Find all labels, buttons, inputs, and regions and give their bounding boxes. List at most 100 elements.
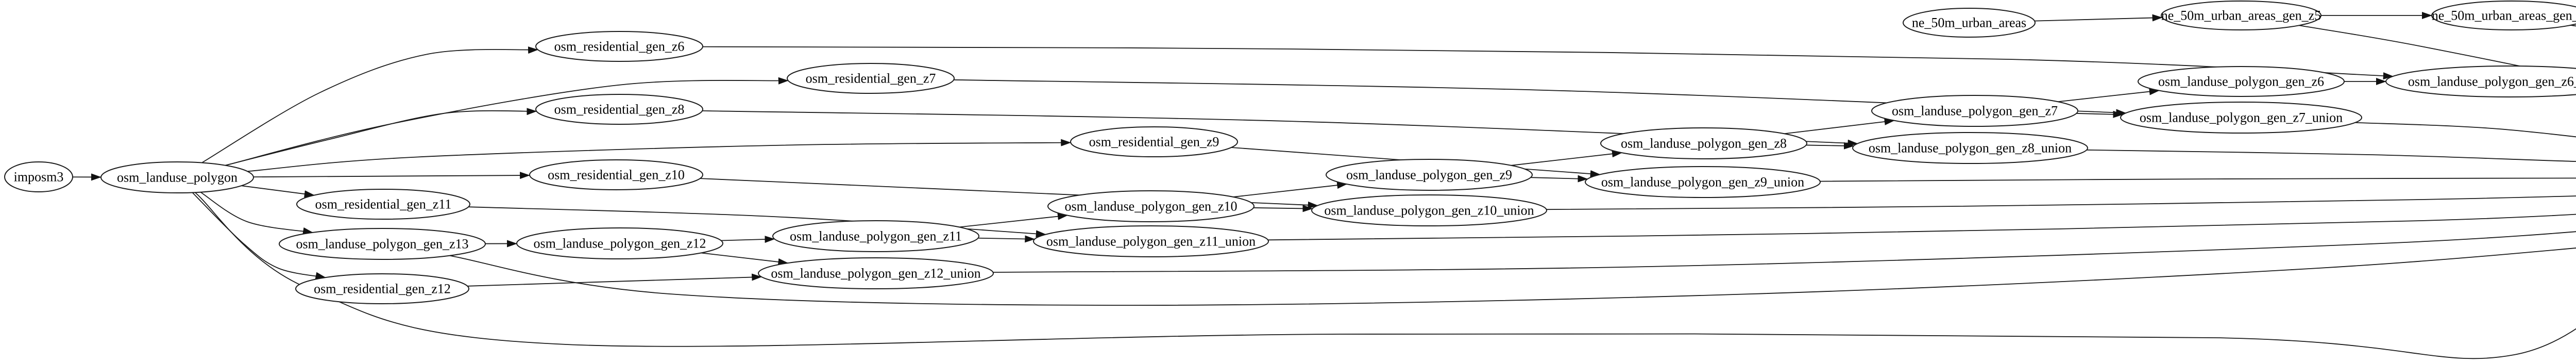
node-label-osm_landuse_polygon_gen_z10_union: osm_landuse_polygon_gen_z10_union bbox=[1324, 203, 1534, 218]
node-label-osm_landuse_polygon_gen_z6_union: osm_landuse_polygon_gen_z6_union bbox=[2408, 74, 2576, 89]
node-ellipse-osm_landuse_polygon_gen_z6 bbox=[2138, 66, 2345, 97]
node-ellipse-osm_residential_gen_z11 bbox=[296, 189, 470, 220]
edge-osm_landuse_polygon-to-osm_residential_gen_z10 bbox=[253, 172, 531, 179]
node-osm_landuse_polygon_gen_z7_union: osm_landuse_polygon_gen_z7_union bbox=[2120, 102, 2362, 134]
node-label-osm_landuse_polygon_gen_z9_union: osm_landuse_polygon_gen_z9_union bbox=[1601, 175, 1804, 190]
node-osm_residential_gen_z9: osm_residential_gen_z9 bbox=[1070, 126, 1238, 157]
node-ellipse-ne_50m_urban_areas_gen_z4 bbox=[2431, 1, 2576, 30]
edges-layer bbox=[72, 12, 2576, 359]
edge-osm_residential_gen_z12-to-osm_landuse_polygon_gen_z12_union bbox=[467, 273, 762, 287]
node-label-osm_landuse_polygon_gen_z12: osm_landuse_polygon_gen_z12 bbox=[533, 236, 706, 251]
node-osm_landuse_polygon_gen_z7: osm_landuse_polygon_gen_z7 bbox=[1871, 95, 2078, 127]
node-label-osm_landuse_polygon_gen_z13: osm_landuse_polygon_gen_z13 bbox=[296, 237, 468, 252]
node-label-osm_landuse_polygon_gen_z10: osm_landuse_polygon_gen_z10 bbox=[1064, 199, 1237, 214]
node-ne_50m_urban_areas_gen_z4: ne_50m_urban_areas_gen_z4 bbox=[2431, 1, 2576, 30]
node-ellipse-imposm3 bbox=[4, 161, 73, 192]
node-ellipse-osm_residential_gen_z8 bbox=[535, 94, 703, 125]
node-osm_residential_gen_z11: osm_residential_gen_z11 bbox=[296, 189, 470, 220]
node-label-osm_residential_gen_z9: osm_residential_gen_z9 bbox=[1089, 135, 1219, 150]
edge-osm_landuse_polygon_gen_z11_union-to-layer_landuse-z11 bbox=[1268, 213, 2576, 241]
node-ellipse-osm_residential_gen_z6 bbox=[535, 31, 703, 62]
node-osm_residential_gen_z12: osm_residential_gen_z12 bbox=[295, 273, 469, 304]
node-osm_residential_gen_z10: osm_residential_gen_z10 bbox=[529, 159, 703, 190]
node-label-osm_landuse_polygon_gen_z11: osm_landuse_polygon_gen_z11 bbox=[790, 229, 962, 244]
edge-osm_landuse_polygon_gen_z13-to-layer_landuse-z13 bbox=[449, 248, 2576, 306]
node-label-osm_residential_gen_z8: osm_residential_gen_z8 bbox=[554, 102, 685, 117]
edge-osm_landuse_polygon_gen_z10_union-to-layer_landuse-z10 bbox=[1546, 195, 2576, 210]
edge-osm_landuse_polygon-to-osm_residential_gen_z6 bbox=[201, 46, 538, 163]
edge-osm_landuse_polygon_gen_z8_union-to-layer_landuse-z8 bbox=[2087, 149, 2576, 162]
node-ellipse-osm_landuse_polygon_gen_z12 bbox=[516, 227, 723, 259]
node-label-imposm3: imposm3 bbox=[14, 170, 64, 185]
node-ellipse-osm_landuse_polygon_gen_z6_union bbox=[2385, 65, 2576, 97]
edge-osm_landuse_polygon_gen_z7-to-osm_landuse_polygon_gen_z7_union bbox=[2076, 110, 2124, 118]
node-ellipse-osm_residential_gen_z10 bbox=[529, 159, 703, 190]
nodes-layer: imposm3 osm_landuse_polygon osm_residentia… bbox=[4, 1, 2576, 304]
node-label-osm_residential_gen_z12: osm_residential_gen_z12 bbox=[314, 282, 451, 297]
node-label-ne_50m_urban_areas: ne_50m_urban_areas bbox=[1912, 15, 2026, 30]
node-ellipse-ne_50m_urban_areas_gen_z5 bbox=[2161, 1, 2321, 30]
node-ellipse-osm_landuse_polygon_gen_z8_union bbox=[1852, 132, 2088, 164]
node-ellipse-osm_landuse_polygon_gen_z9_union bbox=[1585, 166, 1821, 198]
node-ne_50m_urban_areas_gen_z5: ne_50m_urban_areas_gen_z5 bbox=[2161, 1, 2321, 30]
node-osm_landuse_polygon_gen_z12_union: osm_landuse_polygon_gen_z12_union bbox=[758, 257, 994, 289]
node-osm_landuse_polygon_gen_z10: osm_landuse_polygon_gen_z10 bbox=[1047, 190, 1255, 222]
node-label-osm_landuse_polygon_gen_z9: osm_landuse_polygon_gen_z9 bbox=[1346, 168, 1512, 183]
edge-osm_landuse_polygon_gen_z10-to-osm_landuse_polygon_gen_z10_union bbox=[1253, 205, 1313, 212]
node-label-osm_residential_gen_z6: osm_residential_gen_z6 bbox=[554, 39, 685, 54]
edge-osm_landuse_polygon-to-osm_residential_gen_z11 bbox=[241, 185, 315, 198]
edge-osm_landuse_polygon_gen_z11-to-osm_landuse_polygon_gen_z11_union bbox=[978, 235, 1036, 243]
node-osm_landuse_polygon_gen_z6_union: osm_landuse_polygon_gen_z6_union bbox=[2385, 65, 2576, 97]
node-osm_landuse_polygon_gen_z9: osm_landuse_polygon_gen_z9 bbox=[1326, 159, 1533, 191]
node-label-osm_landuse_polygon_gen_z7_union: osm_landuse_polygon_gen_z7_union bbox=[2140, 110, 2343, 125]
node-osm_landuse_polygon_gen_z6: osm_landuse_polygon_gen_z6 bbox=[2138, 66, 2345, 97]
node-ellipse-osm_landuse_polygon_gen_z8 bbox=[1600, 127, 1807, 159]
edge-osm_residential_gen_z6-to-osm_landuse_polygon_gen_z6_union bbox=[702, 46, 2394, 80]
node-ellipse-osm_landuse_polygon_gen_z10_union bbox=[1311, 194, 1547, 226]
node-ellipse-ne_50m_urban_areas bbox=[1903, 8, 2036, 38]
node-label-osm_landuse_polygon_gen_z7: osm_landuse_polygon_gen_z7 bbox=[1892, 104, 2058, 119]
node-osm_landuse_polygon: osm_landuse_polygon bbox=[100, 161, 254, 193]
node-osm_landuse_polygon_gen_z10_union: osm_landuse_polygon_gen_z10_union bbox=[1311, 194, 1547, 226]
node-label-osm_landuse_polygon_gen_z6: osm_landuse_polygon_gen_z6 bbox=[2158, 74, 2324, 89]
node-label-ne_50m_urban_areas_gen_z5: ne_50m_urban_areas_gen_z5 bbox=[2161, 8, 2321, 23]
edge-osm_landuse_polygon_gen_z7-to-osm_landuse_polygon_gen_z6 bbox=[2058, 88, 2160, 103]
node-label-osm_residential_gen_z11: osm_residential_gen_z11 bbox=[315, 197, 452, 212]
edge-osm_landuse_polygon_gen_z9-to-osm_landuse_polygon_gen_z8 bbox=[1511, 150, 1622, 166]
node-osm_landuse_polygon_gen_z13: osm_landuse_polygon_gen_z13 bbox=[279, 228, 486, 260]
node-osm_residential_gen_z6: osm_residential_gen_z6 bbox=[535, 31, 703, 62]
node-ellipse-osm_landuse_polygon_gen_z11_union bbox=[1033, 225, 1269, 257]
edge-osm_landuse_polygon_gen_z8-to-osm_landuse_polygon_gen_z7 bbox=[1784, 118, 1895, 135]
edge-osm_residential_gen_z11-to-osm_landuse_polygon_gen_z11_union bbox=[468, 206, 1046, 238]
edge-osm_landuse_polygon-to-osm_landuse_polygon_gen_z13 bbox=[200, 191, 314, 235]
node-label-osm_residential_gen_z10: osm_residential_gen_z10 bbox=[548, 168, 685, 183]
edge-osm_landuse_polygon-to-osm_residential_gen_z7 bbox=[225, 77, 789, 166]
node-label-ne_50m_urban_areas_gen_z4: ne_50m_urban_areas_gen_z4 bbox=[2432, 8, 2576, 23]
node-label-osm_landuse_polygon: osm_landuse_polygon bbox=[117, 170, 238, 185]
node-osm_landuse_polygon_gen_z12: osm_landuse_polygon_gen_z12 bbox=[516, 227, 723, 259]
node-osm_residential_gen_z7: osm_residential_gen_z7 bbox=[787, 63, 955, 94]
node-osm_landuse_polygon_gen_z8_union: osm_landuse_polygon_gen_z8_union bbox=[1852, 132, 2088, 164]
node-ellipse-osm_landuse_polygon_gen_z10 bbox=[1047, 190, 1255, 222]
node-osm_residential_gen_z8: osm_residential_gen_z8 bbox=[535, 94, 703, 125]
node-osm_landuse_polygon_gen_z8: osm_landuse_polygon_gen_z8 bbox=[1600, 127, 1807, 159]
node-ne_50m_urban_areas: ne_50m_urban_areas bbox=[1903, 8, 2036, 38]
node-ellipse-osm_landuse_polygon_gen_z7 bbox=[1871, 95, 2078, 127]
edge-osm_landuse_polygon_gen_z9_union-to-layer_landuse-z9 bbox=[1820, 177, 2576, 182]
node-imposm3: imposm3 bbox=[4, 161, 73, 192]
edge-osm_landuse_polygon-to-osm_residential_gen_z8 bbox=[225, 108, 537, 166]
edge-ne_50m_urban_areas-to-ne_50m_urban_areas_gen_z5 bbox=[2035, 14, 2163, 22]
edge-osm_landuse_polygon_gen_z12-to-osm_landuse_polygon_gen_z11 bbox=[721, 236, 775, 243]
node-label-osm_landuse_polygon_gen_z12_union: osm_landuse_polygon_gen_z12_union bbox=[771, 266, 980, 281]
edge-osm_landuse_polygon-to-layer_landuse-z14+ bbox=[195, 192, 2576, 359]
edge-osm_landuse_polygon_gen_z10-to-osm_landuse_polygon_gen_z9 bbox=[1233, 182, 1348, 198]
node-label-osm_residential_gen_z7: osm_residential_gen_z7 bbox=[806, 71, 936, 86]
edge-osm_landuse_polygon_gen_z12_union-to-layer_landuse-z12 bbox=[993, 231, 2576, 273]
edge-osm_landuse_polygon_gen_z12-to-osm_landuse_polygon_gen_z12_union bbox=[701, 252, 789, 266]
node-ellipse-osm_landuse_polygon bbox=[100, 161, 254, 193]
node-label-osm_landuse_polygon_gen_z8_union: osm_landuse_polygon_gen_z8_union bbox=[1869, 141, 2072, 156]
edge-osm_landuse_polygon_gen_z8-to-osm_landuse_polygon_gen_z8_union bbox=[1806, 142, 1854, 150]
node-osm_landuse_polygon_gen_z11_union: osm_landuse_polygon_gen_z11_union bbox=[1033, 225, 1269, 257]
